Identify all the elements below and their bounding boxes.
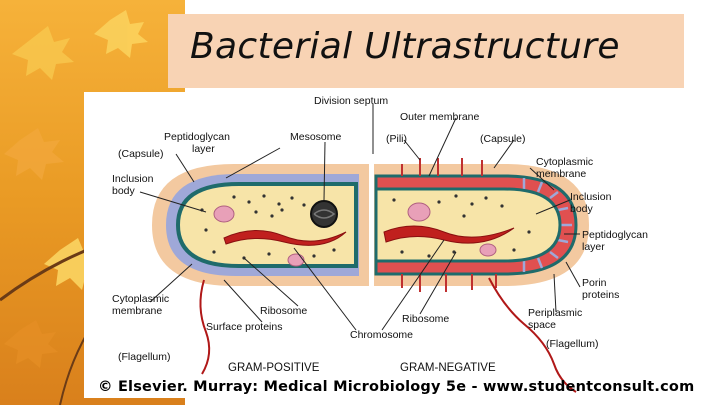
gn-flagellum [488, 277, 577, 393]
label-flagellum-left: (Flagellum) [118, 351, 171, 363]
label-ribosome-left: Ribosome [260, 305, 307, 317]
gn-chromosome [383, 225, 515, 244]
gn-inclusion-body [407, 202, 431, 222]
label-peptidoglycan-right-1: Peptidoglycan [582, 229, 648, 241]
label-pili: (Pili) [386, 133, 407, 145]
label-mesosome: Mesosome [290, 131, 342, 143]
gp-inclusion-body [213, 205, 235, 223]
label-inclusion-body-left-2: body [112, 185, 136, 197]
label-cytoplasmic-membrane-right-1: Cytoplasmic [536, 156, 593, 168]
gn-ribosomes [392, 194, 531, 258]
label-surface-proteins: Surface proteins [206, 321, 282, 333]
label-capsule-left: (Capsule) [118, 148, 164, 160]
caption-gram-negative: GRAM-NEGATIVE [400, 362, 496, 374]
gp-inclusion-body [287, 253, 305, 267]
label-peptidoglycan-right-2: layer [582, 241, 605, 253]
label-chromosome: Chromosome [350, 329, 413, 341]
label-outer-membrane: Outer membrane [400, 111, 480, 123]
label-capsule-right: (Capsule) [480, 133, 526, 145]
label-inclusion-body-right-1: Inclusion [570, 191, 612, 203]
label-ribosome-right: Ribosome [402, 313, 449, 325]
label-periplasmic-space-2: space [528, 319, 556, 331]
bacterial-ultrastructure-diagram: Division septum Outer membrane (Pili) (C… [84, 92, 698, 398]
caption-gram-positive: GRAM-POSITIVE [228, 362, 320, 374]
gp-chromosome [223, 230, 347, 246]
label-inclusion-body-right-2: body [570, 203, 594, 215]
label-cytoplasmic-membrane-left-1: Cytoplasmic [112, 293, 169, 305]
label-inclusion-body-left-1: Inclusion [112, 173, 154, 185]
label-peptidoglycan-left-1: Peptidoglycan [164, 131, 230, 143]
gp-ribosomes [200, 194, 336, 260]
label-porin-proteins-1: Porin [582, 277, 607, 289]
gn-inclusion-body [479, 243, 497, 257]
label-cytoplasmic-membrane-left-2: membrane [112, 305, 162, 317]
leader-lines [139, 104, 581, 331]
gram-positive-cell [152, 164, 369, 375]
gp-mesosome [310, 200, 338, 228]
label-periplasmic-space-1: Periplasmic [528, 307, 582, 319]
gp-flagellum [199, 279, 211, 375]
copyright-line: © Elsevier. Murray: Medical Microbiology… [98, 379, 695, 395]
gn-pili [401, 158, 497, 292]
diagram-labels: Division septum Outer membrane (Pili) (C… [112, 95, 648, 374]
label-flagellum-right: (Flagellum) [546, 338, 599, 350]
label-cytoplasmic-membrane-right-2: membrane [536, 168, 586, 180]
title-banner [168, 14, 684, 88]
gn-porin-proteins [522, 178, 572, 272]
label-peptidoglycan-left-2: layer [192, 143, 215, 155]
gn-cytoplasmic-membrane [374, 187, 562, 263]
gram-negative-cell [374, 158, 589, 393]
slide-title: Bacterial Ultrastructure [190, 26, 620, 67]
label-division-septum: Division septum [314, 95, 388, 107]
label-porin-proteins-2: proteins [582, 289, 619, 301]
